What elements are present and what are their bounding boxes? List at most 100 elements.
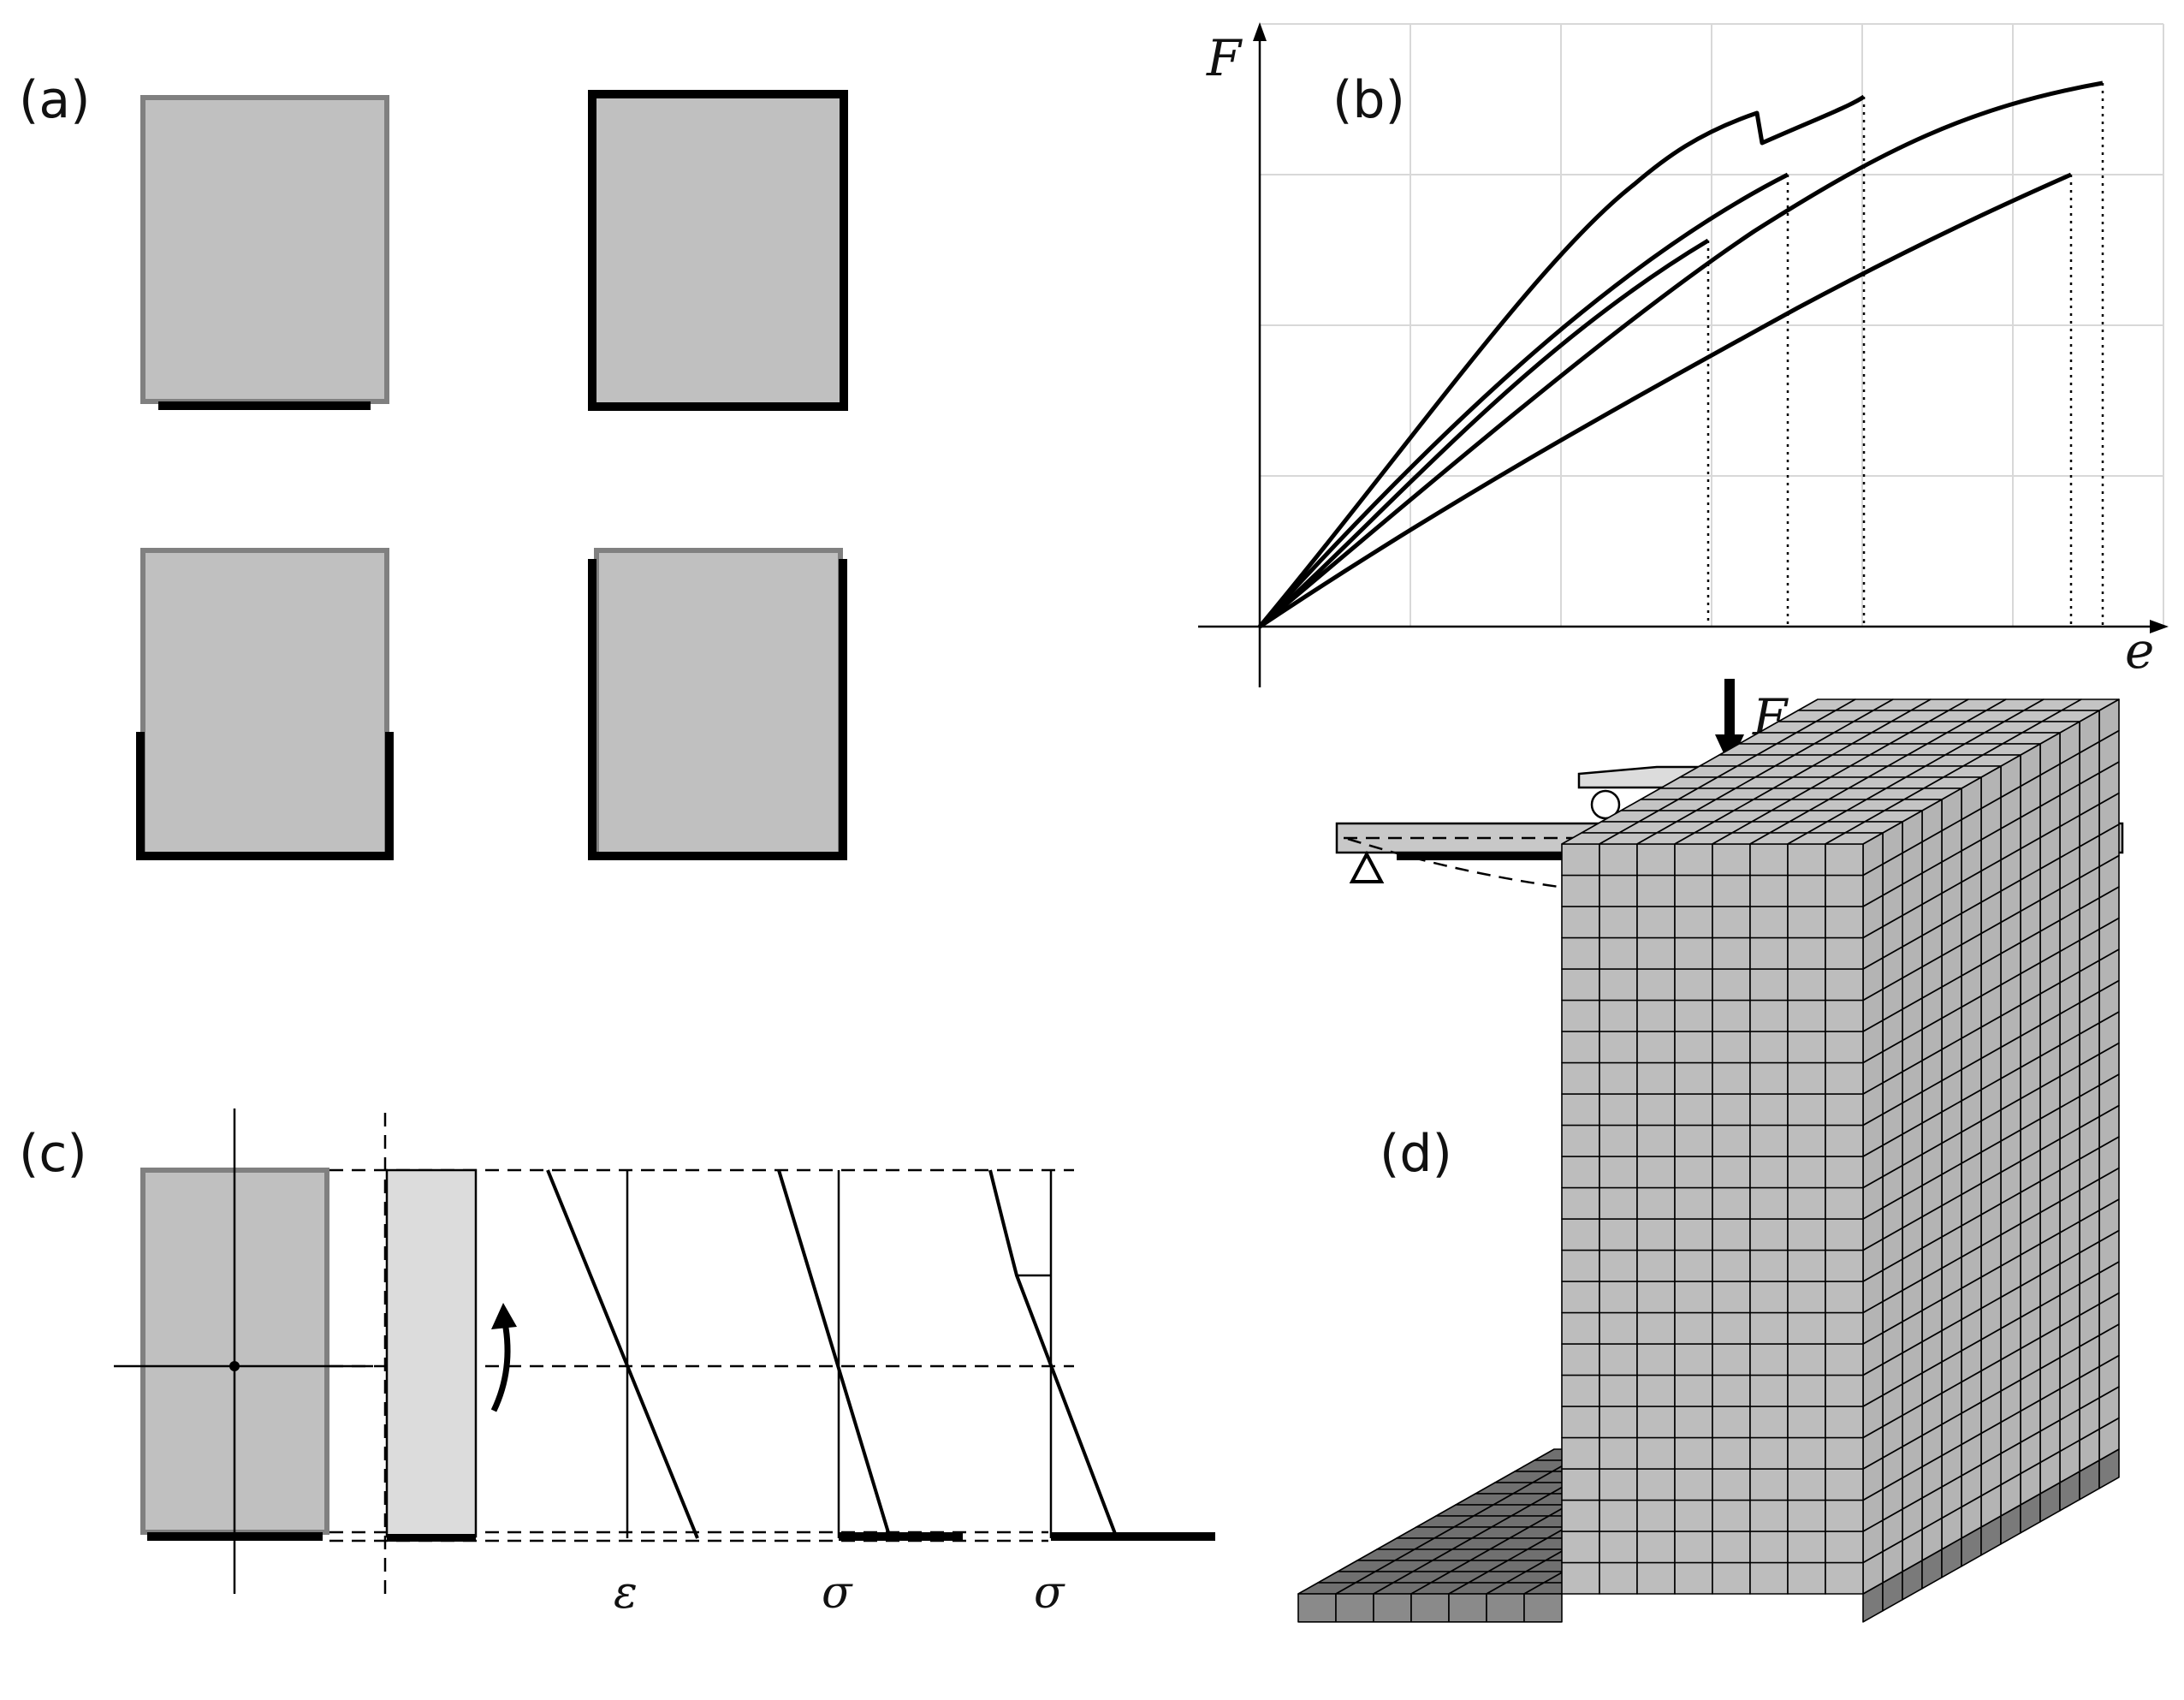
mesh-front-cell: [1712, 936, 1751, 970]
mesh-front-cell: [1712, 1561, 1751, 1595]
mesh-front-cell: [1674, 1374, 1713, 1407]
mesh-front-cell: [1561, 1031, 1600, 1064]
support-left: [1349, 850, 1385, 883]
plate-front-cell: [1373, 1593, 1412, 1623]
mesh-front-cell: [1636, 1061, 1676, 1095]
stress-label-2: σ: [1034, 1567, 1065, 1619]
mesh-front-cell: [1787, 1093, 1826, 1126]
mesh-front-cell: [1636, 1531, 1676, 1564]
panel-a-label: (a): [19, 70, 91, 130]
mesh-front-cell: [1561, 1311, 1600, 1345]
mesh-front-cell: [1749, 874, 1789, 907]
mesh-front-cell: [1787, 1218, 1826, 1251]
chart-grid: [1260, 23, 2164, 627]
mesh-front-cell: [1599, 1374, 1638, 1407]
curvature-arrowhead: [491, 1303, 517, 1329]
mesh-front-cell: [1712, 1468, 1751, 1501]
mesh-front-cell: [1749, 1156, 1789, 1189]
mesh-front-cell: [1749, 1031, 1789, 1064]
mesh-front-cell: [1636, 843, 1676, 877]
mesh-front-cell: [1636, 1436, 1676, 1470]
mesh-front-cell: [1787, 1499, 1826, 1532]
y-axis-arrow: [1253, 22, 1267, 41]
mesh-front-cell: [1825, 1374, 1864, 1407]
mesh-front-cell: [1561, 1374, 1600, 1407]
mesh-front-cell: [1749, 1093, 1789, 1126]
strain-label: ε: [614, 1567, 638, 1619]
stress-diagram-nonlinear: [988, 1169, 1119, 1539]
stress-reinforcement-1: [839, 1532, 963, 1541]
mesh-front-cell: [1636, 968, 1676, 1002]
reinforcement-a3-u: [136, 732, 394, 860]
mesh-front-cell: [1674, 1311, 1713, 1345]
mesh-front-cell: [1825, 906, 1864, 939]
mesh-front-cell: [1825, 1031, 1864, 1064]
mesh-front-cell: [1712, 999, 1751, 1032]
mesh-front-cell: [1825, 1124, 1864, 1157]
y-axis-label: F: [1206, 29, 1243, 87]
mesh-front-cell: [1787, 1249, 1826, 1282]
mesh-front-cell: [1749, 1468, 1789, 1501]
mesh-front-cell: [1674, 906, 1713, 939]
mesh-front-cell: [1636, 1311, 1676, 1345]
mesh-front-cell: [1636, 906, 1676, 939]
mesh-front-cell: [1674, 1281, 1713, 1314]
section-centroid: [229, 1361, 240, 1371]
mesh-front-cell: [1825, 1156, 1864, 1189]
mesh-front-cell: [1674, 968, 1713, 1002]
mesh-front-cell: [1749, 999, 1789, 1032]
mesh-front-cell: [1825, 1249, 1864, 1282]
mesh-front-cell: [1825, 1218, 1864, 1251]
mesh-front-cell: [1787, 906, 1826, 939]
mesh-front-cell: [1599, 968, 1638, 1002]
strain-diagram: [546, 1169, 699, 1539]
mesh-front-cell: [1599, 1343, 1638, 1376]
roller-left: [1590, 789, 1621, 820]
section-a2-body: [592, 92, 844, 405]
mesh-front-cell: [1749, 1124, 1789, 1157]
mesh-front-cell: [1674, 1186, 1713, 1220]
curve-4: [1258, 80, 2104, 628]
mesh-front-cell: [1712, 968, 1751, 1002]
section-a4-body: [594, 548, 843, 857]
mesh-front-cell: [1712, 1499, 1751, 1532]
mesh-front-cell: [1599, 1561, 1638, 1595]
panel-c: (c) ε: [19, 1109, 1215, 1619]
mesh-front-cell: [1561, 1156, 1600, 1189]
mesh-front-cell: [1749, 1343, 1789, 1376]
mesh-front-cell: [1599, 1531, 1638, 1564]
mesh-front-cell: [1636, 1343, 1676, 1376]
mesh-front-cell: [1787, 1561, 1826, 1595]
mesh-front-cell: [1599, 999, 1638, 1032]
mesh-front-cell: [1787, 1436, 1826, 1470]
mesh-front-cell: [1787, 843, 1826, 877]
curvature-arrow: [490, 1322, 511, 1412]
mesh-front-cell: [1825, 1186, 1864, 1220]
mesh-front-cell: [1561, 936, 1600, 970]
mesh-front-cell: [1712, 1186, 1751, 1220]
mesh-front-cell: [1825, 1436, 1864, 1470]
mesh-front-cell: [1825, 843, 1864, 877]
mesh-front-cell: [1636, 1218, 1676, 1251]
mesh-front-cell: [1787, 1406, 1826, 1439]
mesh-front-cell: [1749, 1186, 1789, 1220]
mesh-front-cell: [1787, 968, 1826, 1002]
mesh-front-cell: [1787, 1156, 1826, 1189]
mesh-front-cell: [1636, 936, 1676, 970]
mesh-front-cell: [1712, 1156, 1751, 1189]
mesh-front-cell: [1787, 1531, 1826, 1564]
reinforcement-a4-l: [588, 559, 847, 860]
mesh-front-cell: [1561, 1343, 1600, 1376]
mesh-front-cell: [1674, 1468, 1713, 1501]
mesh-front-cell: [1636, 1406, 1676, 1439]
mesh-front-cell: [1749, 1311, 1789, 1345]
mesh-front-cell: [1599, 1156, 1638, 1189]
plate-front-cell: [1410, 1593, 1450, 1623]
load-curves: [1258, 80, 2104, 629]
section-a3: [136, 548, 394, 860]
section-a1: [140, 95, 389, 410]
mesh-front-cell: [1712, 1343, 1751, 1376]
mesh-front-cell: [1749, 1561, 1789, 1595]
mesh-front-cell: [1787, 1311, 1826, 1345]
mesh-front-cell: [1674, 1218, 1713, 1251]
